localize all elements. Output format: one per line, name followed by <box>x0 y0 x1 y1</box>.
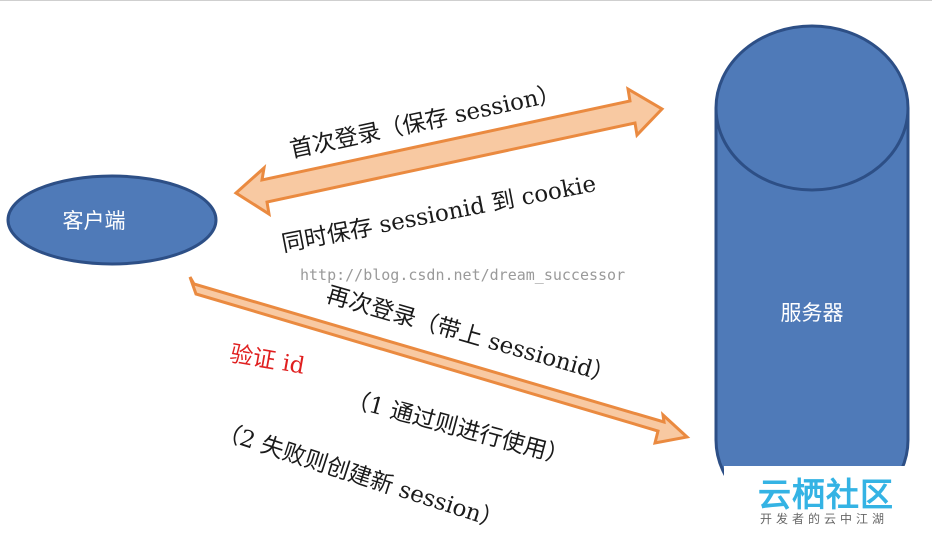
server-node: 服务器 <box>714 24 910 524</box>
server-label: 服务器 <box>781 301 844 325</box>
client-node: 客户端 <box>6 174 218 266</box>
first-login-double-arrow <box>233 86 665 218</box>
logo-subtitle: 开发者的云中江湖 <box>760 512 889 526</box>
top-border-line <box>0 0 932 1</box>
logo-title: 云栖社区 <box>758 475 894 514</box>
second-login-arrow <box>188 276 691 445</box>
yunqi-logo: 云栖社区 开发者的云中江湖 <box>724 466 932 532</box>
client-label: 客户端 <box>63 209 126 233</box>
watermark-url: http://blog.csdn.net/dream_successor <box>300 266 626 284</box>
